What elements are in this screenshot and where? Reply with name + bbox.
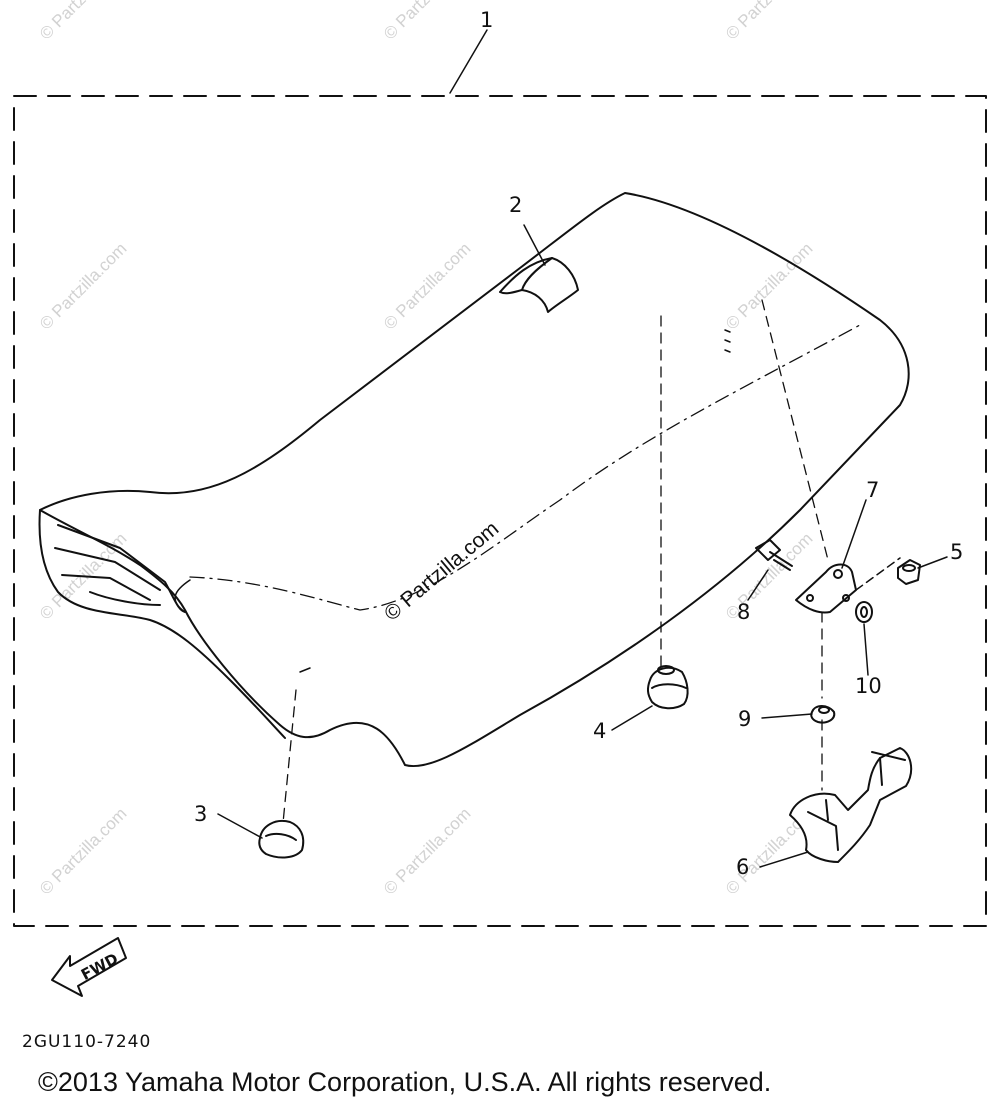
bolt-part-8 xyxy=(755,539,793,571)
bracket-part-7 xyxy=(795,563,857,614)
collar-part-9 xyxy=(810,705,836,724)
nut-part-5 xyxy=(855,557,921,591)
seat-assembly xyxy=(38,192,910,768)
damper-part-4 xyxy=(646,665,689,710)
callout-5: 5 xyxy=(950,540,964,564)
washer-part-10 xyxy=(855,601,873,623)
callout-1: 1 xyxy=(480,8,494,32)
callout-7: 7 xyxy=(866,478,880,502)
callout-4: 4 xyxy=(593,719,607,743)
damper-part-3 xyxy=(258,820,305,859)
callout-9: 9 xyxy=(738,707,752,731)
assembly-boundary xyxy=(13,95,987,927)
callout-8: 8 xyxy=(737,600,751,624)
callout-2: 2 xyxy=(509,193,523,217)
fwd-arrow-icon xyxy=(51,937,127,997)
hook-part-6 xyxy=(789,747,913,863)
seat-strap xyxy=(499,257,579,313)
callout-3: 3 xyxy=(194,802,208,826)
copyright-notice: ©2013 Yamaha Motor Corporation, U.S.A. A… xyxy=(38,1067,772,1097)
diagram-code: 2GU110-7240 xyxy=(22,1032,152,1052)
callout-6: 6 xyxy=(736,855,750,879)
callout-10: 10 xyxy=(855,674,882,698)
